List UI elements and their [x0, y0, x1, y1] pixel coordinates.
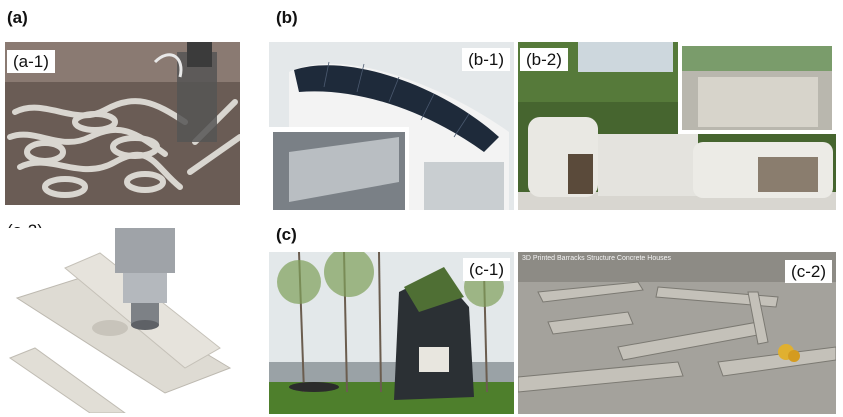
render-b1-solar-roof: (b-1)	[269, 42, 514, 210]
photo-c2-caption: 3D Printed Barracks Structure Concrete H…	[522, 255, 672, 262]
photo-a1-robot-printing: (a-1)	[5, 42, 240, 205]
section-b-label: (b)	[276, 8, 298, 27]
section-a-label: (a)	[7, 8, 28, 27]
photo-b2-printed-office: (b-2)	[518, 42, 836, 210]
panel-b2-label: (b-2)	[520, 48, 568, 71]
panel-a1-label: (a-1)	[7, 50, 55, 73]
panel-b1-label: (b-1)	[462, 48, 510, 71]
photo-c2-printed-barracks: 3D Printed Barracks Structure Concrete H…	[518, 252, 836, 414]
panel-c1-label: (c-1)	[463, 258, 510, 281]
section-c-label: (c)	[276, 225, 297, 244]
photo-c1-printed-pavilion: (c-1)	[269, 252, 514, 414]
render-a2-nozzle	[5, 228, 240, 413]
panel-c2-label: (c-2)	[785, 260, 832, 283]
